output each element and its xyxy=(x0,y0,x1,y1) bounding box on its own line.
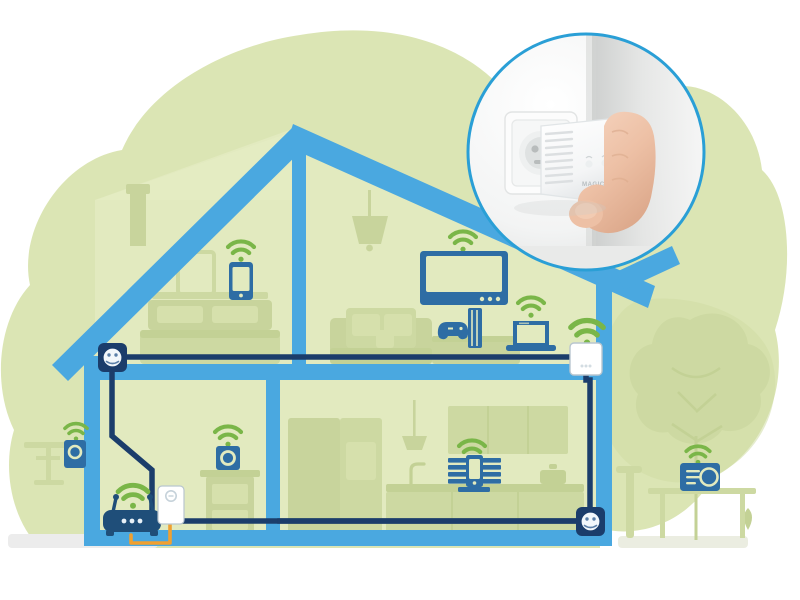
powerline-adapter-upstairs-right[interactable] xyxy=(569,342,603,376)
tree-silhouette xyxy=(629,313,770,540)
smart-speaker-outdoor[interactable] xyxy=(64,440,86,468)
outdoor-furniture-left xyxy=(24,442,76,485)
room-downstairs-left xyxy=(200,470,260,538)
outdoor-furniture-right xyxy=(616,466,756,538)
hand-holding-adapter xyxy=(569,111,656,234)
game-console[interactable] xyxy=(437,308,482,348)
powerline-adapter-router[interactable] xyxy=(157,485,185,525)
ethernet-cable xyxy=(129,522,172,545)
smart-speaker-bedroom[interactable] xyxy=(216,446,240,470)
wifi-router[interactable] xyxy=(103,494,161,536)
adapter-brand-label: MAGIC WIFI xyxy=(582,181,621,188)
internet-radio[interactable] xyxy=(680,463,720,491)
game-controller-icon xyxy=(437,322,469,340)
powerline-adapter-upstairs-left[interactable] xyxy=(98,343,127,372)
television[interactable] xyxy=(420,251,508,305)
inset-photo-powerline-adapter: MAGIC WIFI xyxy=(466,32,706,272)
powerline-adapter-downstairs-right[interactable] xyxy=(576,507,605,536)
laptop-computer[interactable] xyxy=(506,321,556,351)
powerline-wiring xyxy=(109,354,599,524)
tablet-device[interactable] xyxy=(229,262,253,300)
room-upstairs-living xyxy=(330,190,520,364)
nas-server[interactable] xyxy=(448,455,501,492)
